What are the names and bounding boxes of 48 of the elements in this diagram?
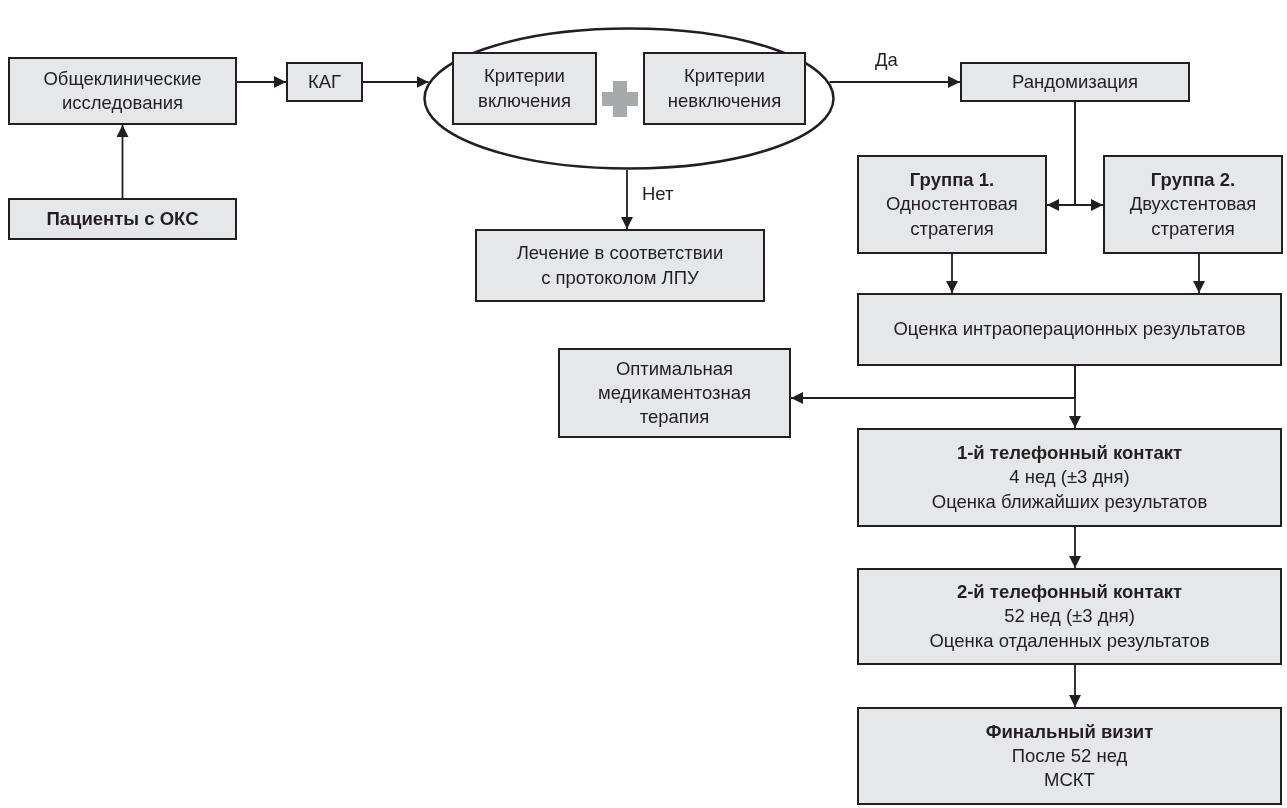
arrow: [621, 169, 633, 230]
box-text: 52 нед (±3 дня): [1004, 604, 1135, 629]
process-box: [8, 57, 237, 125]
arrow: [116, 124, 129, 199]
process-box: [857, 155, 1047, 254]
box-title: Рандомизация: [1011, 69, 1139, 94]
box-title: Группа 2.: [1150, 168, 1236, 193]
criteria-ellipse: [423, 27, 835, 170]
box-title: 2-й телефонный контакт: [956, 580, 1183, 605]
process-box: [857, 568, 1282, 665]
arrow: [362, 76, 430, 88]
process-box: [960, 62, 1190, 102]
process-box: [8, 198, 237, 240]
box-text: МСКТ: [1044, 768, 1095, 792]
box-title: Лечение в соответствии с протоколом ЛПУ: [515, 241, 725, 290]
arrow: [946, 253, 958, 294]
box-title: Критерии невключения: [666, 64, 783, 113]
process-box: [1103, 155, 1283, 254]
arrow: [1069, 365, 1081, 429]
arrow: [1193, 253, 1205, 294]
arrow: [828, 76, 961, 88]
process-box: [643, 52, 806, 125]
box-title: Оценка интраоперационных результатов: [893, 317, 1246, 342]
box-text: После 52 нед: [1011, 743, 1128, 768]
box-text: Двухстентовая стратегия: [1128, 192, 1258, 241]
box-title: Оптимальная медикаментозная терапия: [596, 356, 753, 429]
box-title: Общеклинические исследования: [42, 66, 203, 115]
arrow: [236, 76, 287, 88]
process-box: [286, 62, 363, 102]
box-title: 1-й телефонный контакт: [956, 441, 1183, 466]
arrow: [1074, 101, 1104, 211]
process-box: [857, 428, 1282, 527]
box-text: Оценка отдаленных результатов: [929, 628, 1210, 653]
box-title: Финальный визит: [985, 719, 1154, 744]
process-box: [857, 293, 1282, 366]
process-box: [452, 52, 597, 125]
box-text: Оценка ближайших результатов: [931, 489, 1208, 514]
arrow: [1069, 664, 1081, 708]
box-title: Пациенты с ОКС: [46, 206, 199, 231]
process-box: [857, 707, 1282, 805]
process-box: [475, 229, 765, 302]
box-text: 4 нед (±3 дня): [1009, 465, 1130, 490]
process-box: [558, 348, 791, 438]
box-text: Одностентовая стратегия: [885, 192, 1019, 241]
box-title: КАГ: [307, 69, 342, 94]
box-title: Критерии включения: [477, 64, 572, 113]
arrow: [1069, 526, 1081, 569]
box-title: Группа 1.: [909, 168, 995, 193]
